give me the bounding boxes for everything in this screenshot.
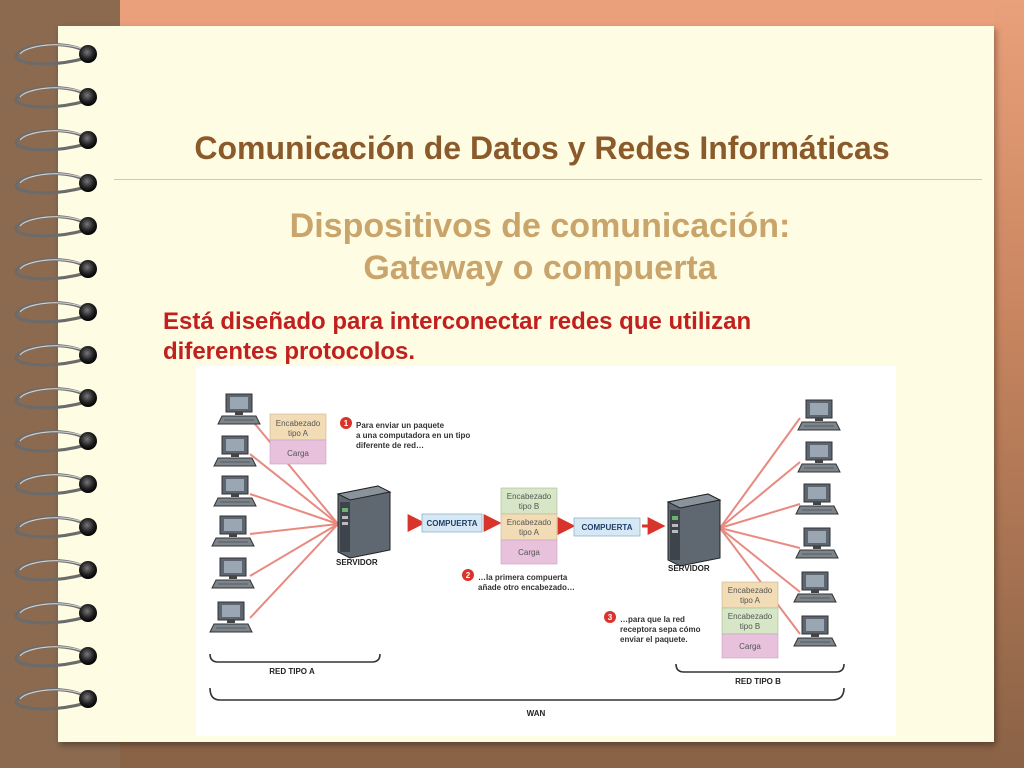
packet-a-header-line1: Encabezado: [276, 419, 321, 428]
gateway-2: COMPUERTA: [573, 517, 641, 537]
binding-ring: [14, 171, 97, 195]
binding-ring: [14, 515, 97, 539]
server-right-label: SERVIDOR: [668, 564, 710, 573]
computer-icon: [217, 393, 261, 425]
network-brackets: [209, 653, 845, 701]
step-1-line2: a una computadora en un tipo: [356, 431, 470, 440]
step-2-callout: 2 …la primera compuerta añade otro encab…: [462, 569, 575, 592]
computer-icon: [795, 527, 839, 559]
packet-b-header-a-line1: Encabezado: [728, 586, 773, 595]
network-a-label: RED TIPO A: [269, 667, 315, 676]
binding-ring: [14, 472, 97, 496]
binding-ring: [14, 128, 97, 152]
computer-icon: [795, 483, 839, 515]
binding-ring: [14, 386, 97, 410]
binding-ring: [14, 300, 97, 324]
step-2-line1: …la primera compuerta: [478, 573, 568, 582]
gateway-2-label: COMPUERTA: [582, 523, 633, 532]
binding-ring: [14, 644, 97, 668]
computer-icon: [211, 515, 255, 547]
binding-ring: [14, 601, 97, 625]
computer-icon: [797, 399, 841, 431]
binding-ring: [14, 42, 97, 66]
binding-ring: [14, 429, 97, 453]
binding-ring: [14, 558, 97, 582]
step-3-callout: 3 …para que la red receptora sepa cómo e…: [604, 611, 701, 644]
description-line-1: Está diseñado para interconectar redes q…: [163, 308, 752, 335]
computer-icon: [211, 557, 255, 589]
step-1-callout: 1 Para enviar un paquete a una computado…: [340, 417, 470, 450]
slide-subtitle: Dispositivos de comunicación: Gateway o …: [140, 205, 940, 289]
server-left-label: SERVIDOR: [336, 558, 378, 567]
packet-mid-payload: Carga: [518, 548, 540, 557]
left-network-links: [249, 417, 339, 619]
step-badge: [340, 417, 352, 429]
server-icon: [667, 493, 721, 567]
packet-b-header-b-line1: Encabezado: [728, 612, 773, 621]
packet-type-b: Encabezado tipo A Encabezado tipo B Carg…: [721, 581, 779, 659]
binding-ring: [14, 257, 97, 281]
gateway-1-label: COMPUERTA: [427, 519, 478, 528]
packet-mid-header-a-line1: Encabezado: [507, 518, 552, 527]
step-2-line2: añade otro encabezado…: [478, 583, 575, 592]
binding-ring: [14, 85, 97, 109]
packet-type-a: Encabezado tipo A Carga: [269, 413, 327, 465]
packet-mid-header-a-line2: tipo A: [519, 528, 540, 537]
packet-mid-header-b-line2: tipo B: [519, 502, 539, 511]
packet-mid: Encabezado tipo B Encabezado tipo A Carg…: [500, 487, 558, 565]
slide-title: Comunicación de Datos y Redes Informátic…: [194, 130, 890, 166]
computer-icon: [209, 601, 253, 633]
step-3-number: 3: [608, 613, 613, 622]
binding-ring: [14, 214, 97, 238]
packet-a-payload: Carga: [287, 449, 309, 458]
packet-b-payload: Carga: [739, 642, 761, 651]
gateway-diagram: SERVIDOR SERVIDOR Encabezado tipo A Carg…: [196, 366, 896, 736]
packet-a-header-line2: tipo A: [288, 429, 309, 438]
step-badge: [462, 569, 474, 581]
packet-mid-header-b-line1: Encabezado: [507, 492, 552, 501]
step-1-number: 1: [344, 419, 349, 428]
binding-ring: [14, 687, 97, 711]
step-3-line2: receptora sepa cómo: [620, 625, 701, 634]
subtitle-line-1: Dispositivos de comunicación:: [289, 207, 791, 245]
step-3-line1: …para que la red: [620, 615, 685, 624]
title-divider: [114, 179, 982, 180]
step-1-line1: Para enviar un paquete: [356, 421, 445, 430]
network-b-label: RED TIPO B: [735, 677, 781, 686]
server-icon: [337, 485, 391, 559]
packet-b-header-a-line2: tipo A: [740, 596, 761, 605]
computer-icon: [793, 615, 837, 647]
step-1-line3: diferente de red…: [356, 441, 424, 450]
description-text: Está diseñado para interconectar redes q…: [163, 307, 943, 367]
right-network-links: [719, 417, 801, 635]
gateway-1: COMPUERTA: [421, 513, 483, 533]
computer-icon: [793, 571, 837, 603]
step-2-number: 2: [466, 571, 471, 580]
packet-b-header-b-line2: tipo B: [740, 622, 760, 631]
computer-icon: [213, 475, 257, 507]
description-line-2: diferentes protocolos.: [163, 338, 416, 365]
spiral-binding: [14, 42, 97, 711]
subtitle-line-2: Gateway o compuerta: [363, 249, 717, 287]
step-3-line3: enviar el paquete.: [620, 635, 688, 644]
computer-icon: [213, 435, 257, 467]
computer-icon: [797, 441, 841, 473]
right-background: [994, 0, 1024, 768]
step-badge: [604, 611, 616, 623]
binding-ring: [14, 343, 97, 367]
wan-label: WAN: [527, 709, 546, 718]
